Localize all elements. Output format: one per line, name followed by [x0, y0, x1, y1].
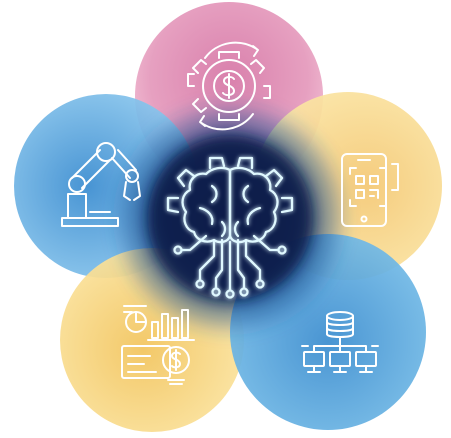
ai-brain-gear-circuit-icon — [166, 156, 294, 299]
database-network-icon — [301, 311, 379, 373]
financial-dashboard-icon — [121, 305, 195, 385]
smartphone-qr-scan-icon — [341, 153, 399, 227]
gear-dollar-cycle-icon — [187, 41, 271, 131]
robotic-arm-icon — [61, 142, 141, 227]
